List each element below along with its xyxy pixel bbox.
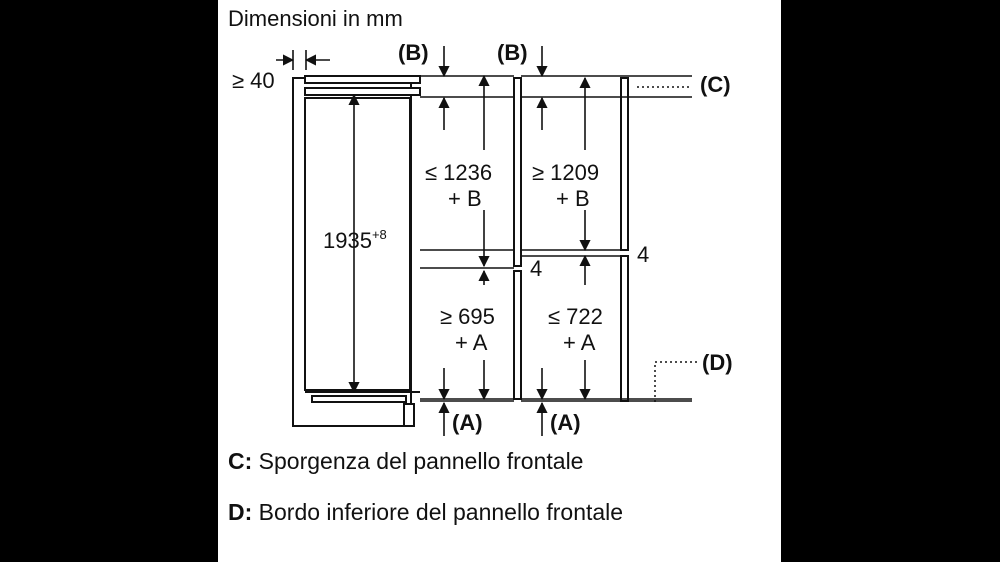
right-lower-door [620, 255, 629, 402]
d-dotted-line [654, 361, 698, 402]
marker-b-right: (B) [497, 40, 528, 65]
right-upper-door [620, 77, 629, 251]
top-panel-inner [304, 87, 421, 96]
lower-right-dim: ≤ 722 [548, 304, 603, 329]
marker-a-left: (A) [452, 410, 483, 435]
gap-top-label: ≥ 40 [232, 68, 275, 93]
marker-c: (C) [700, 72, 731, 97]
lower-right-plus: + A [563, 330, 596, 355]
legend-item-d: D: Bordo inferiore del pannello frontale [228, 499, 623, 526]
marker-d: (D) [702, 350, 733, 375]
bottom-panel [311, 395, 407, 403]
gap-mid-left-label: 4 [530, 256, 542, 281]
upper-right-plus: + B [556, 186, 590, 211]
left-lower-door [513, 270, 522, 400]
foot [403, 403, 415, 427]
reference-lines [420, 75, 698, 402]
left-upper-door [513, 77, 522, 267]
upper-left-plus: + B [448, 186, 482, 211]
upper-left-dim: ≤ 1236 [425, 160, 492, 185]
dimension-arrows [276, 46, 591, 436]
lower-left-dim: ≥ 695 [440, 304, 495, 329]
legend-text-d: Bordo inferiore del pannello frontale [258, 499, 624, 525]
upper-right-dim: ≥ 1209 [532, 160, 599, 185]
cabinet-outline [292, 75, 421, 427]
top-panel [304, 75, 421, 84]
legend-item-c: C: Sporgenza del pannello frontale [228, 448, 583, 475]
marker-a-right: (A) [550, 410, 581, 435]
diagram-title: Dimensioni in mm [228, 6, 403, 31]
marker-b-left: (B) [398, 40, 429, 65]
gap-mid-right-label: 4 [637, 242, 649, 267]
height-total-label: 1935+8 [323, 227, 387, 253]
legend-key-d: D: [228, 499, 253, 525]
legend-key-c: C: [228, 448, 253, 474]
legend-text-c: Sporgenza del pannello frontale [258, 448, 584, 474]
lower-left-plus: + A [455, 330, 488, 355]
